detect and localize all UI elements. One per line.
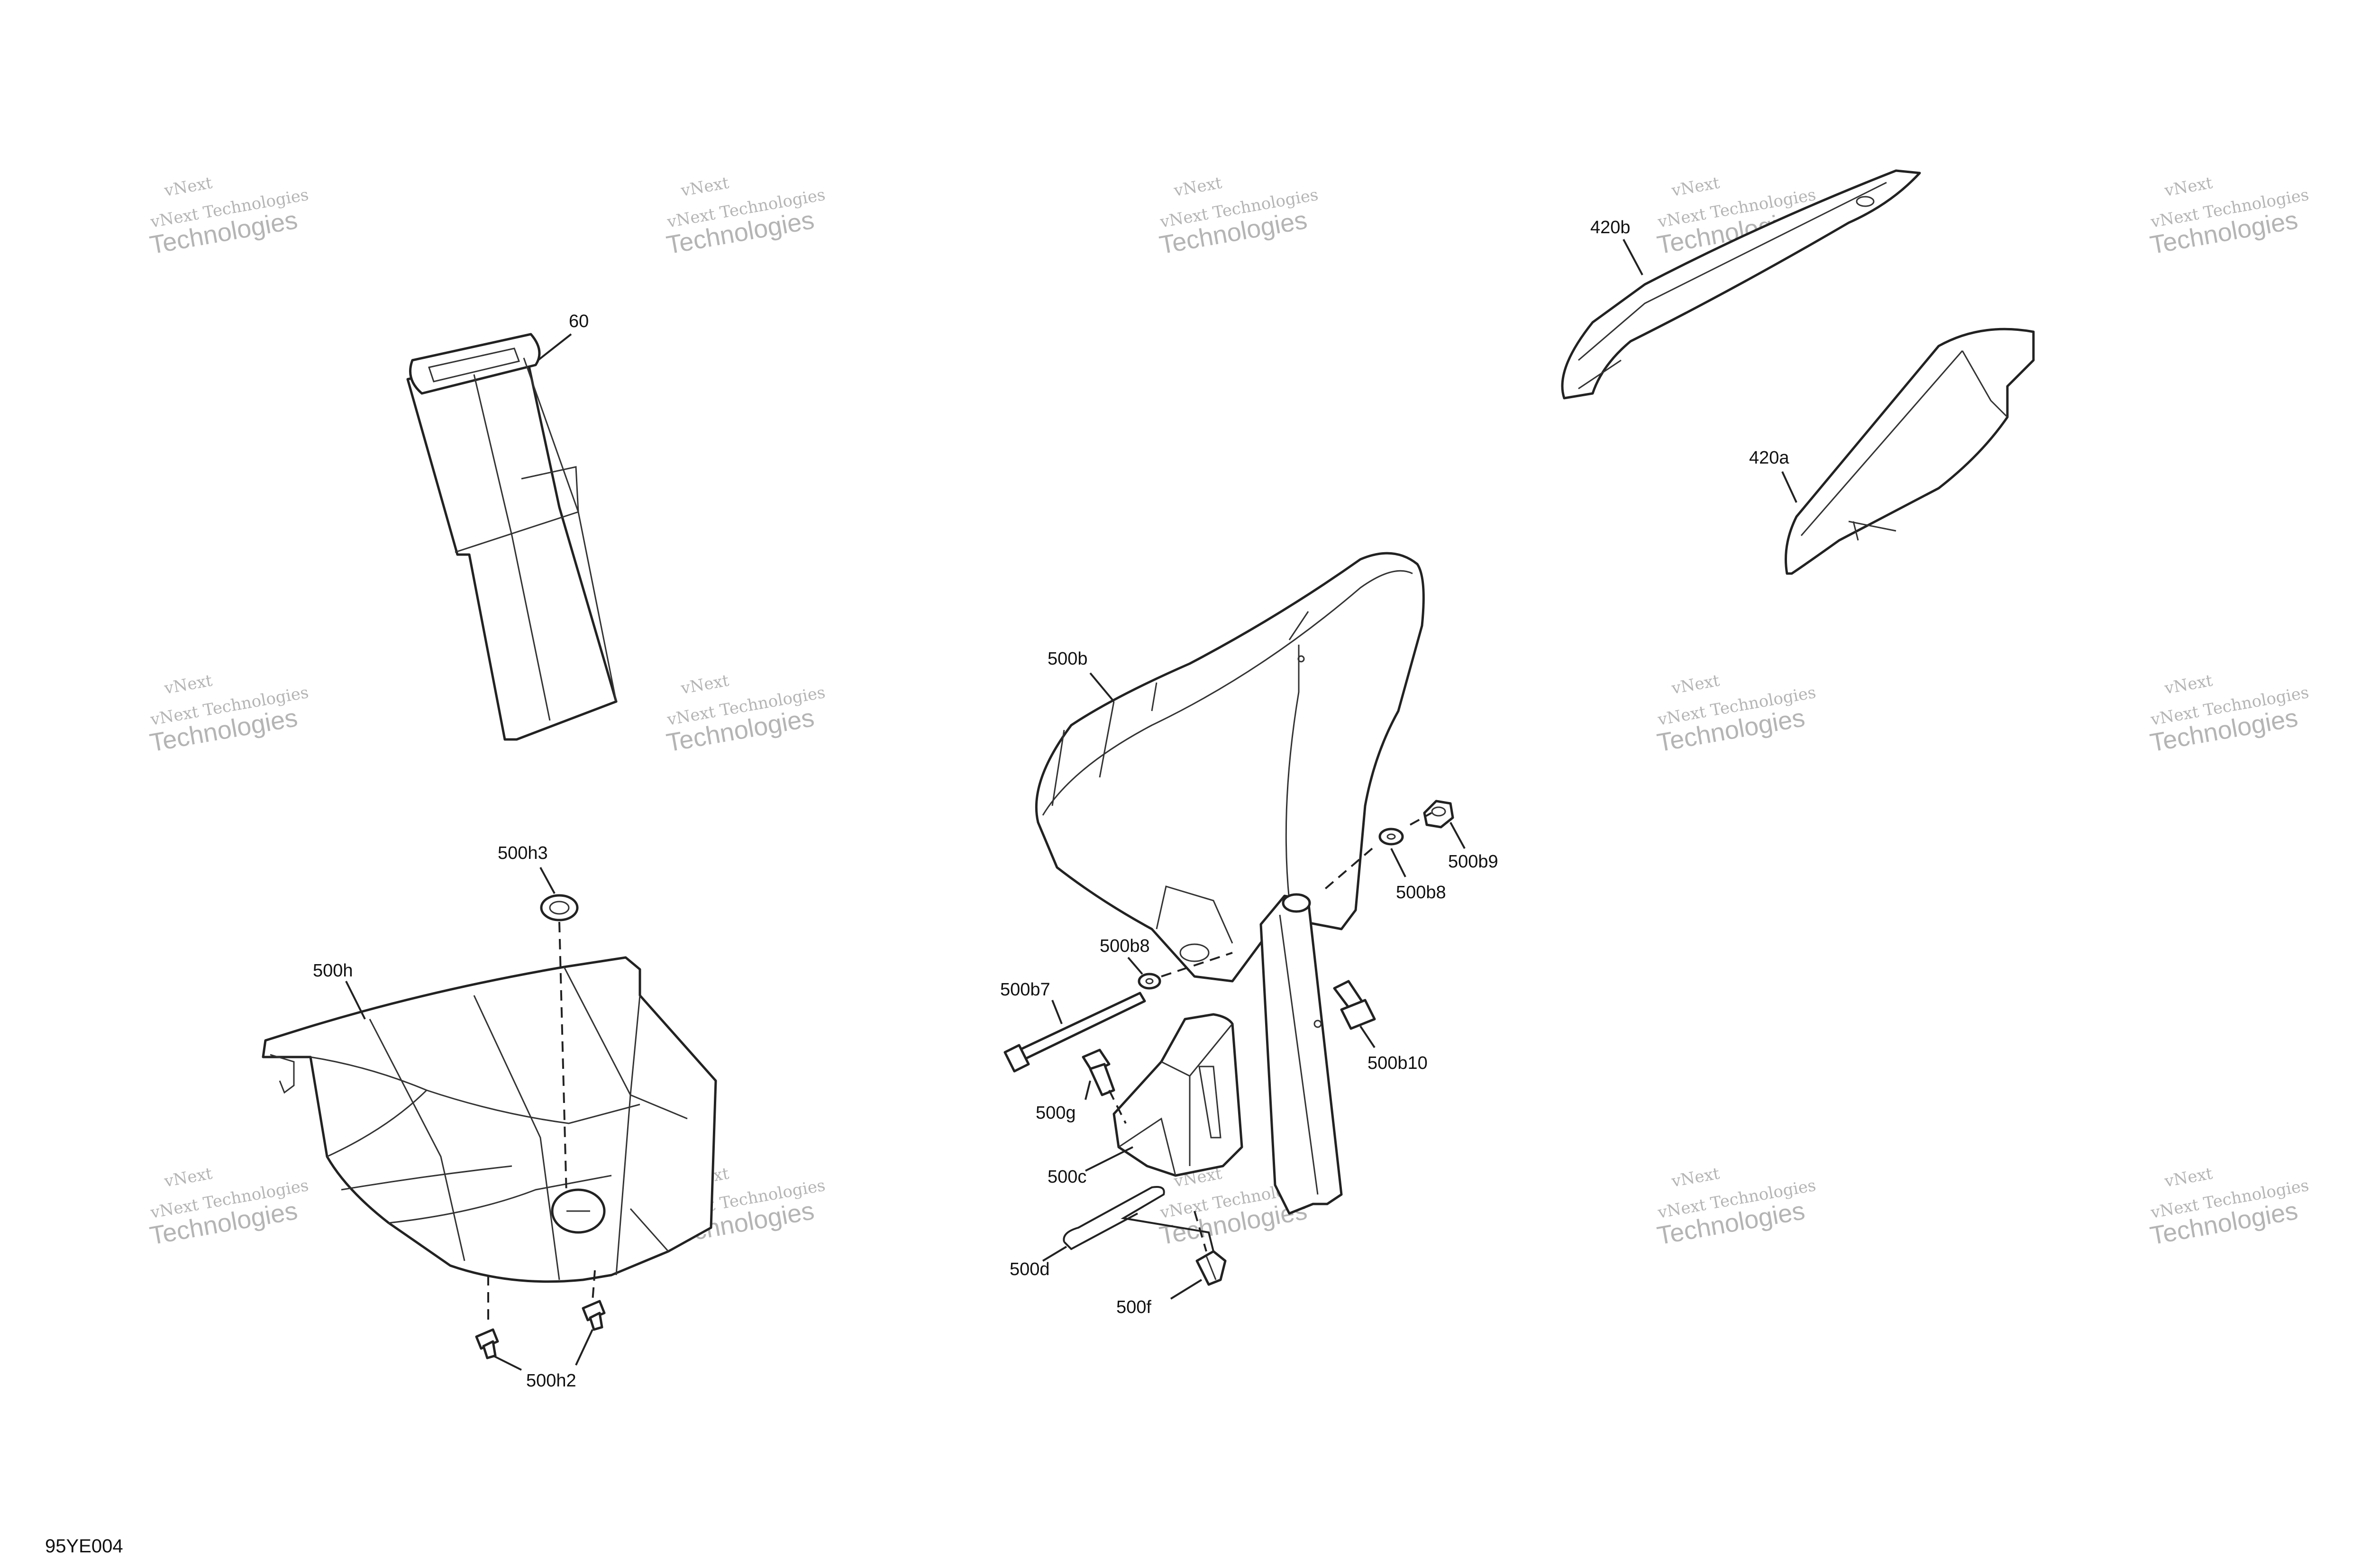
leader-500h (345, 981, 366, 1020)
leader-60 (537, 333, 572, 361)
part-500h-panel: 500h (262, 956, 717, 1283)
callout-500d: 500d (1010, 1259, 1050, 1279)
part-500h2-screws: 500h2 (475, 1270, 606, 1391)
part-420a-trim: 420a (1749, 328, 2035, 575)
callout-500b7: 500b7 (1000, 980, 1050, 1000)
callout-500g: 500g (1036, 1103, 1076, 1123)
leader-500b (1089, 672, 1115, 702)
watermark-small: vNext (2163, 671, 2215, 698)
watermark-small: vNext (679, 671, 731, 698)
part-500b7-bolt: 500b7 (1000, 980, 1146, 1073)
part-500b-backrest: 500b (1035, 552, 1425, 983)
watermark-small: vNext (2163, 1164, 2215, 1191)
part-500h3-grommet: 500h3 (498, 843, 579, 1195)
part-500b8-washer-right: 500b8 (1322, 812, 1446, 903)
leader-500b7 (1051, 1000, 1063, 1024)
callout-500b10: 500b10 (1367, 1053, 1428, 1073)
watermark-small: vNext (1670, 671, 1722, 698)
callout-60: 60 (569, 311, 589, 331)
part-500b10-screw: 500b10 (1333, 980, 1428, 1073)
callout-500f: 500f (1116, 1297, 1151, 1317)
watermark: vNext vNext Technologies Technologies (2148, 671, 2310, 757)
watermark-small: vNext (2163, 173, 2215, 201)
watermark-small: vNext (1670, 1164, 1722, 1191)
watermark-small: vNext (163, 671, 214, 698)
leader-500b8-right (1390, 848, 1406, 877)
watermark-small: vNext (163, 1164, 214, 1191)
watermark: vNext vNext Technologies Technologies (664, 671, 827, 757)
watermark-small: vNext (1670, 173, 1722, 201)
watermark: vNext vNext Technologies Technologies (147, 1164, 310, 1250)
watermark: vNext vNext Technologies Technologies (2148, 173, 2310, 260)
watermark: vNext vNext Technologies Technologies (147, 671, 310, 757)
callout-500h2: 500h2 (526, 1371, 576, 1391)
leader-500f (1170, 1279, 1203, 1300)
watermark-small: vNext (1172, 173, 1224, 201)
leader-500c (1085, 1146, 1133, 1172)
leader-500d (1042, 1246, 1067, 1262)
part-500c-clip: 500c (1048, 1013, 1243, 1187)
watermark-small: vNext (163, 173, 214, 201)
part-500b-bracket (1259, 893, 1343, 1215)
watermark: vNext vNext Technologies Technologies (2148, 1164, 2310, 1250)
callout-500c: 500c (1048, 1167, 1086, 1187)
callout-500h3: 500h3 (498, 843, 548, 863)
part-500d-wire: 500d (1010, 1186, 1214, 1279)
callout-500b8-left: 500b8 (1100, 936, 1150, 956)
callout-500b9: 500b9 (1448, 852, 1498, 872)
watermark: vNext vNext Technologies Technologies (1157, 173, 1320, 260)
part-60-sleeve: 60 (406, 311, 618, 741)
watermark-small: vNext (679, 173, 731, 201)
watermark: vNext vNext Technologies Technologies (1655, 671, 1817, 757)
part-500f-clip: 500f (1116, 1211, 1227, 1317)
watermark: vNext vNext Technologies Technologies (664, 173, 827, 260)
leader-500b9 (1449, 822, 1466, 849)
callout-420b: 420b (1590, 218, 1631, 237)
callout-420a: 420a (1749, 448, 1789, 468)
part-420b-trim: 420b (1561, 169, 1921, 400)
callout-500b: 500b (1048, 649, 1088, 669)
leader-420b (1623, 239, 1643, 275)
callout-500h: 500h (313, 961, 353, 981)
diagram-code: 95YE004 (45, 1536, 123, 1557)
part-500b8-washer-left: 500b8 (1100, 936, 1233, 990)
leader-500g (1085, 1080, 1091, 1100)
watermark: vNext vNext Technologies Technologies (1655, 1164, 1817, 1250)
callout-500b8-right: 500b8 (1396, 883, 1446, 903)
leader-500b8-left (1127, 957, 1143, 975)
watermark: vNext vNext Technologies Technologies (147, 173, 310, 260)
part-500g-screw: 500g (1036, 1048, 1127, 1124)
leader-500h2 (492, 1329, 593, 1371)
leader-420a (1781, 471, 1797, 503)
part-500b9-nut: 500b9 (1423, 800, 1498, 872)
leader-500h3 (539, 867, 556, 894)
leader-500b10 (1359, 1025, 1376, 1048)
